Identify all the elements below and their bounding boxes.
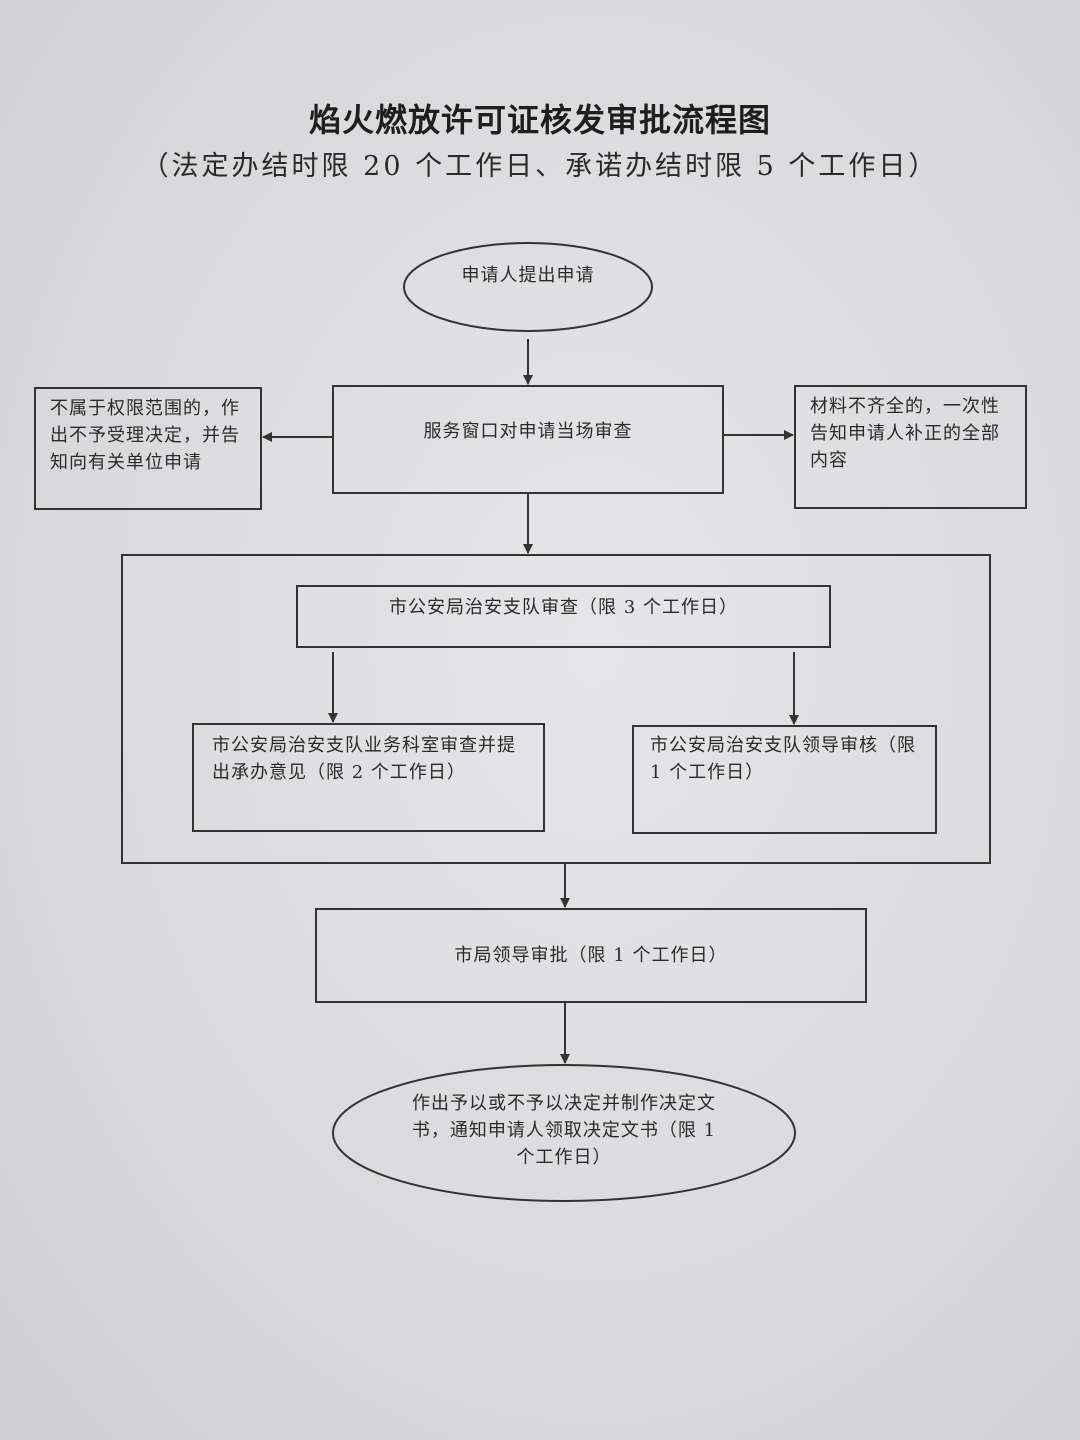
team-container: [121, 554, 991, 864]
city-approval-box: [315, 908, 867, 1003]
city-approval-text: 市局领导审批（限 1 个工作日）: [454, 945, 728, 966]
incomplete-text: 材料不齐全的，一次性告知申请人补正的全部内容: [810, 396, 1000, 471]
start-ellipse: [403, 242, 653, 332]
dept-review-box: [192, 723, 545, 832]
page-subtitle: （法定办结时限 20 个工作日、承诺办结时限 5 个工作日）: [141, 151, 939, 182]
team-review-text: 市公安局治安支队审查（限 3 个工作日）: [389, 597, 738, 618]
reject-text: 不属于权限范围的，作出不予受理决定，并告知向有关单位申请: [50, 398, 240, 473]
page-title: 焰火燃放许可证核发审批流程图: [308, 101, 771, 139]
decision-text: 作出予以或不予以决定并制作决定文书，通知申请人领取决定文书（限 1 个工作日）: [411, 1093, 717, 1168]
reject-box: [34, 387, 262, 510]
team-review-box: [296, 585, 831, 648]
start-text: 申请人提出申请: [461, 265, 595, 286]
leader-review-box: [632, 725, 937, 834]
decision-ellipse: [332, 1064, 796, 1202]
leader-review-text: 市公安局治安支队领导审核（限 1 个工作日）: [650, 735, 916, 783]
dept-review-text: 市公安局治安支队业务科室审查并提出承办意见（限 2 个工作日）: [212, 735, 516, 783]
incomplete-box: [794, 385, 1027, 509]
window-review-text: 服务窗口对申请当场审查: [423, 421, 633, 442]
